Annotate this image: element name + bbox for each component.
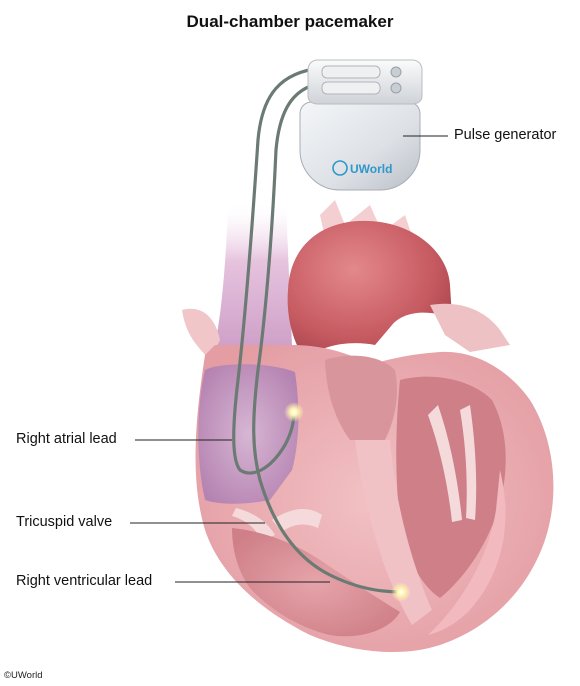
lead-wire-2 [252,80,402,594]
pacemaker-leads [232,66,402,594]
label-tricuspid-valve: Tricuspid valve [16,514,113,530]
left-atrium [325,355,397,440]
right-atrium [198,364,299,504]
header-port-2 [321,81,381,95]
superior-vena-cava [215,205,292,345]
tricuspid-valve-leaflet-2 [272,508,322,532]
figure-title: Dual-chamber pacemaker [186,12,394,31]
mitral-valve-leaflet-2 [460,405,477,520]
header-port-1 [321,65,381,79]
atrial-electrode-tip [284,402,304,422]
tricuspid-valve-leaflet [232,508,275,540]
generator-body [299,101,421,191]
aorta [287,220,452,360]
device-brand: UWorld [350,162,392,176]
label-pulse-generator: Pulse generator [454,127,557,143]
ventricular-septum [355,440,432,625]
pulmonary-artery-right [430,303,510,352]
brand-logo-icon [332,160,348,176]
header-screw-2 [390,82,402,94]
mitral-valve-leaflet [428,405,462,522]
lead-wire-1 [232,66,324,475]
pulse-generator-device: UWorld [299,59,423,191]
copyright-notice: ©UWorld [4,670,43,681]
label-right-atrial-lead: Right atrial lead [16,431,117,447]
myocardium-wall [428,470,506,635]
pulmonary-vessel-left [182,308,220,360]
header-screw-1 [390,66,402,78]
label-right-ventricular-lead: Right ventricular lead [16,573,153,589]
ventricular-electrode-tip [391,582,411,602]
